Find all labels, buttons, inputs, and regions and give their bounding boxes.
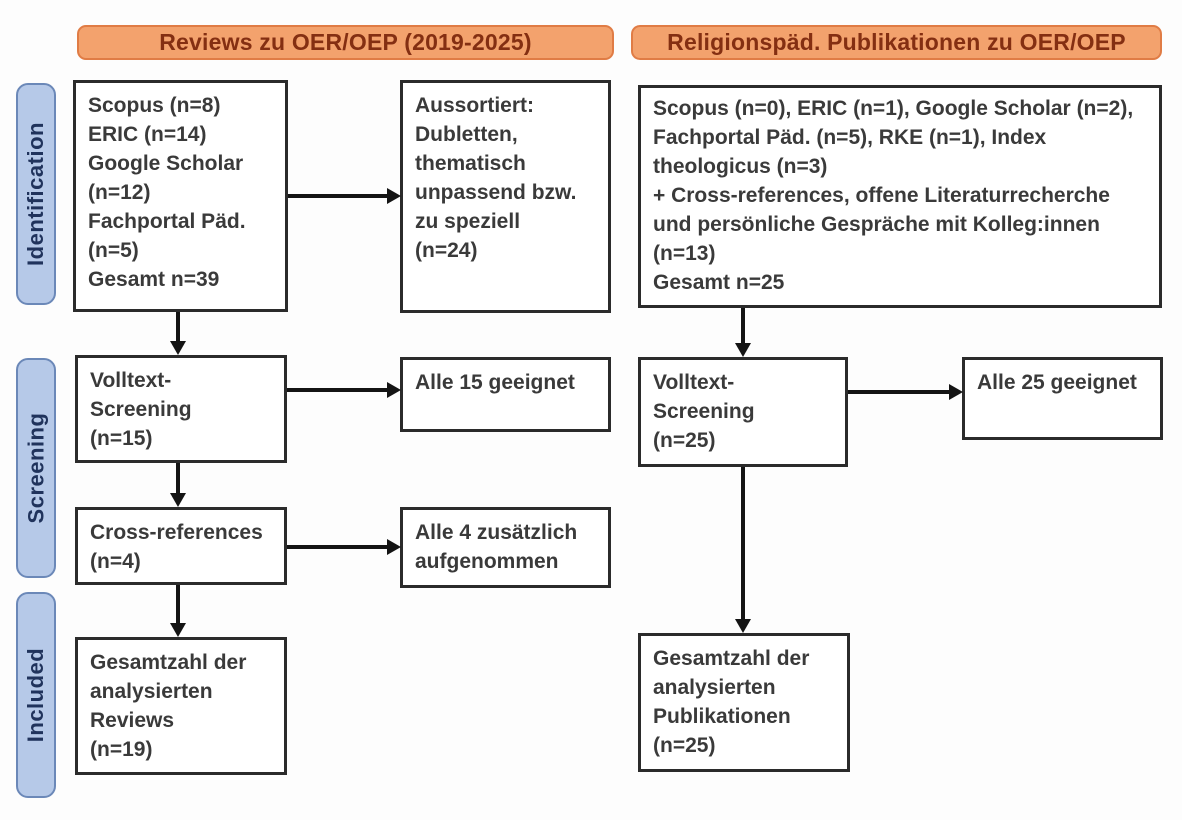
header-left-reviews: Reviews zu OER/OEP (2019-2025)	[77, 25, 614, 60]
arrow-left-sources-down	[170, 312, 186, 355]
arrow-left-fulltext-down	[170, 463, 186, 507]
stage-label-screening: Screening	[23, 412, 48, 524]
stage-bar-screening: Screening	[16, 358, 56, 578]
arrow-right-sources-down	[735, 308, 751, 357]
arrow-left-crossref-down	[170, 585, 186, 637]
box-right-sources: Scopus (n=0), ERIC (n=1), Google Scholar…	[638, 85, 1162, 308]
box-left-crossref-result: Alle 4 zusätzlich aufgenommen	[400, 507, 611, 588]
stage-label-identification: Identification	[23, 122, 49, 266]
box-left-excluded: Aussortiert: Dubletten, thematisch unpas…	[400, 80, 611, 313]
box-left-fulltext-screening: Volltext- Screening (n=15)	[75, 355, 287, 463]
box-left-crossref: Cross-references (n=4)	[75, 507, 287, 585]
box-right-included-total: Gesamtzahl der analysierten Publikatione…	[638, 633, 850, 772]
stage-bar-included: Included	[16, 592, 56, 798]
box-right-fulltext-screening: Volltext- Screening (n=25)	[638, 357, 848, 467]
box-right-fulltext-result: Alle 25 geeignet	[962, 357, 1163, 440]
header-right-publications: Religionspäd. Publikationen zu OER/OEP	[631, 25, 1162, 60]
arrow-right-fulltext-down	[735, 467, 751, 633]
arrow-right-fulltext-to-result	[848, 384, 963, 400]
stage-bar-identification: Identification	[16, 83, 56, 305]
stage-label-included: Included	[23, 647, 49, 743]
arrow-left-crossref-to-result	[287, 539, 401, 555]
box-left-fulltext-result: Alle 15 geeignet	[400, 357, 611, 432]
arrow-left-sources-to-excluded	[288, 188, 401, 204]
box-left-sources: Scopus (n=8) ERIC (n=14) Google Scholar …	[73, 80, 288, 312]
arrow-left-fulltext-to-result	[287, 382, 401, 398]
box-left-included-total: Gesamtzahl der analysierten Reviews (n=1…	[75, 637, 287, 775]
